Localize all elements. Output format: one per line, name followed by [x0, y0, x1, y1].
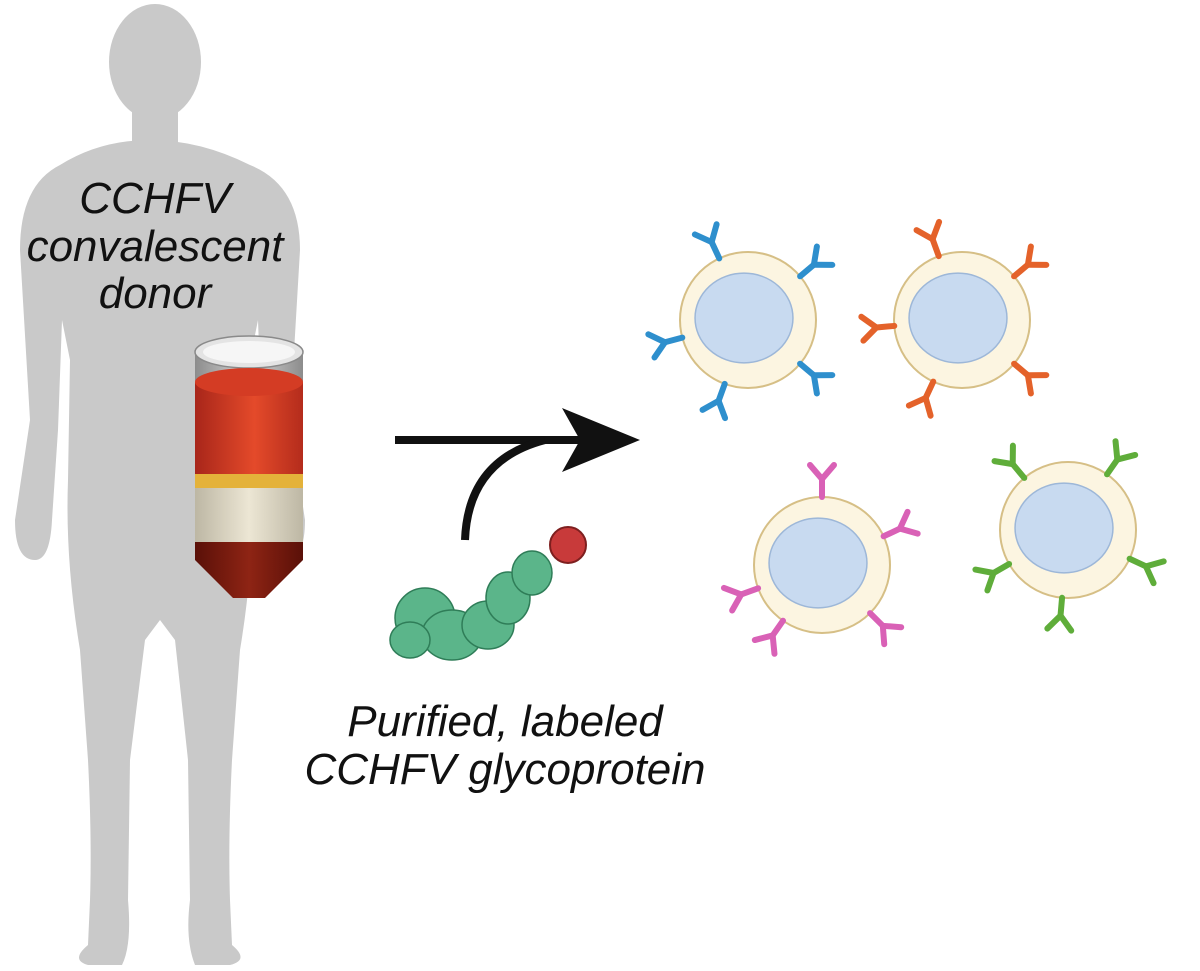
- antibody-icon: [880, 508, 921, 540]
- antibody-icon: [797, 360, 836, 397]
- antibody-icon: [867, 610, 905, 648]
- antibody-icon: [699, 380, 729, 422]
- antibody-icon: [807, 462, 837, 500]
- antibody-icon: [645, 331, 686, 361]
- glycoprotein-label-line2: CCHFV glycoprotein: [304, 744, 706, 794]
- b-cell-green: [972, 438, 1167, 634]
- glycoprotein-label: Purified, labeled CCHFV glycoprotein: [250, 698, 760, 793]
- donor-label-line3: donor: [98, 269, 212, 319]
- donor-label-line2: convalescent: [26, 221, 284, 271]
- arrow: [395, 408, 640, 541]
- antibody-icon: [913, 218, 943, 260]
- b-cell-blue: [645, 221, 836, 422]
- antibody-icon: [751, 617, 786, 657]
- antibody-icon: [905, 378, 937, 419]
- antibody-icon: [1044, 594, 1075, 634]
- antibody-icon: [1011, 360, 1050, 397]
- nucleus: [908, 272, 1008, 364]
- antibody-icon: [720, 584, 762, 614]
- antibody-icon: [691, 221, 723, 262]
- blood-tube: [194, 335, 304, 598]
- nucleus: [694, 272, 794, 364]
- antibody-icon: [1104, 438, 1139, 478]
- antibody-icon: [1126, 555, 1167, 587]
- antibody-icon: [972, 561, 1013, 594]
- antibody-icon: [858, 313, 898, 344]
- antibody-icon: [991, 442, 1028, 481]
- nucleus: [768, 517, 868, 609]
- fluorescent-label-icon: [549, 526, 587, 564]
- antibody-icon: [1011, 243, 1050, 280]
- glycoprotein-icon: [389, 526, 587, 661]
- b-cell-pink: [720, 462, 921, 657]
- donor-label-line1: CCHFV: [79, 174, 231, 223]
- b-cell-orange: [858, 218, 1050, 419]
- antibody-icon: [797, 243, 836, 280]
- glycoprotein-label-line1: Purified, labeled: [347, 697, 663, 746]
- nucleus: [1014, 482, 1114, 574]
- b-cell-group: [645, 218, 1167, 657]
- donor-label: CCHFV convalescent donor: [10, 175, 300, 318]
